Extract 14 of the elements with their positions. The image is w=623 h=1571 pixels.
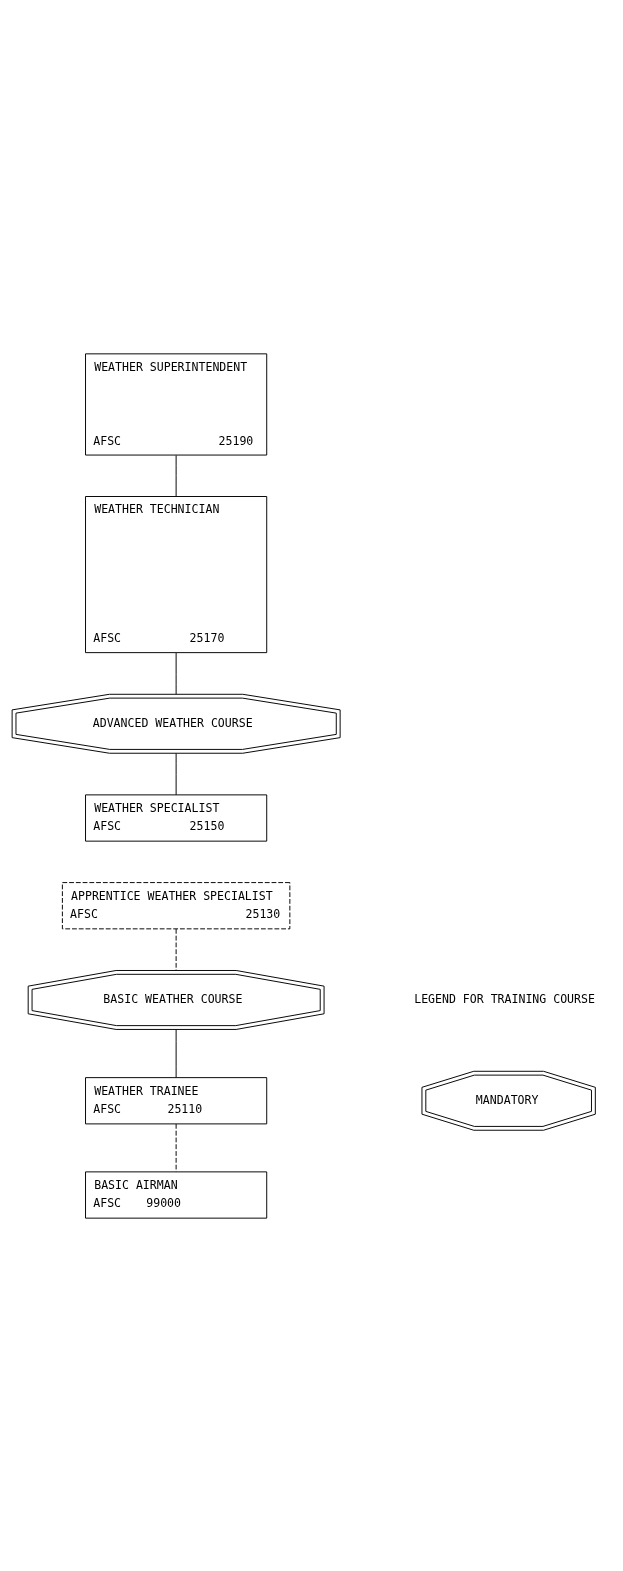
- node-box: WEATHER SUPERINTENDENT AFSC 25190: [85, 352, 268, 456]
- node-box: WEATHER TRAINEE AFSC 25110: [85, 1076, 268, 1124]
- node-box: WEATHER SPECIALIST AFSC 25150: [85, 793, 268, 842]
- connector: [175, 752, 177, 795]
- node-box: WEATHER TECHNICIAN AFSC 25170: [85, 495, 268, 653]
- connector: [175, 1123, 177, 1172]
- connector: [175, 928, 177, 971]
- label: LEGEND FOR TRAINING COURSE: [414, 991, 595, 1006]
- legend-label: MANDATORY: [475, 1092, 539, 1107]
- node-box: APPRENTICE WEATHER SPECIALIST AFSC 25130: [61, 881, 291, 929]
- connector: [175, 652, 177, 695]
- connector: [175, 1028, 177, 1078]
- node-box: BASIC AIRMAN AFSC 99000: [85, 1170, 268, 1219]
- connector: [175, 454, 177, 497]
